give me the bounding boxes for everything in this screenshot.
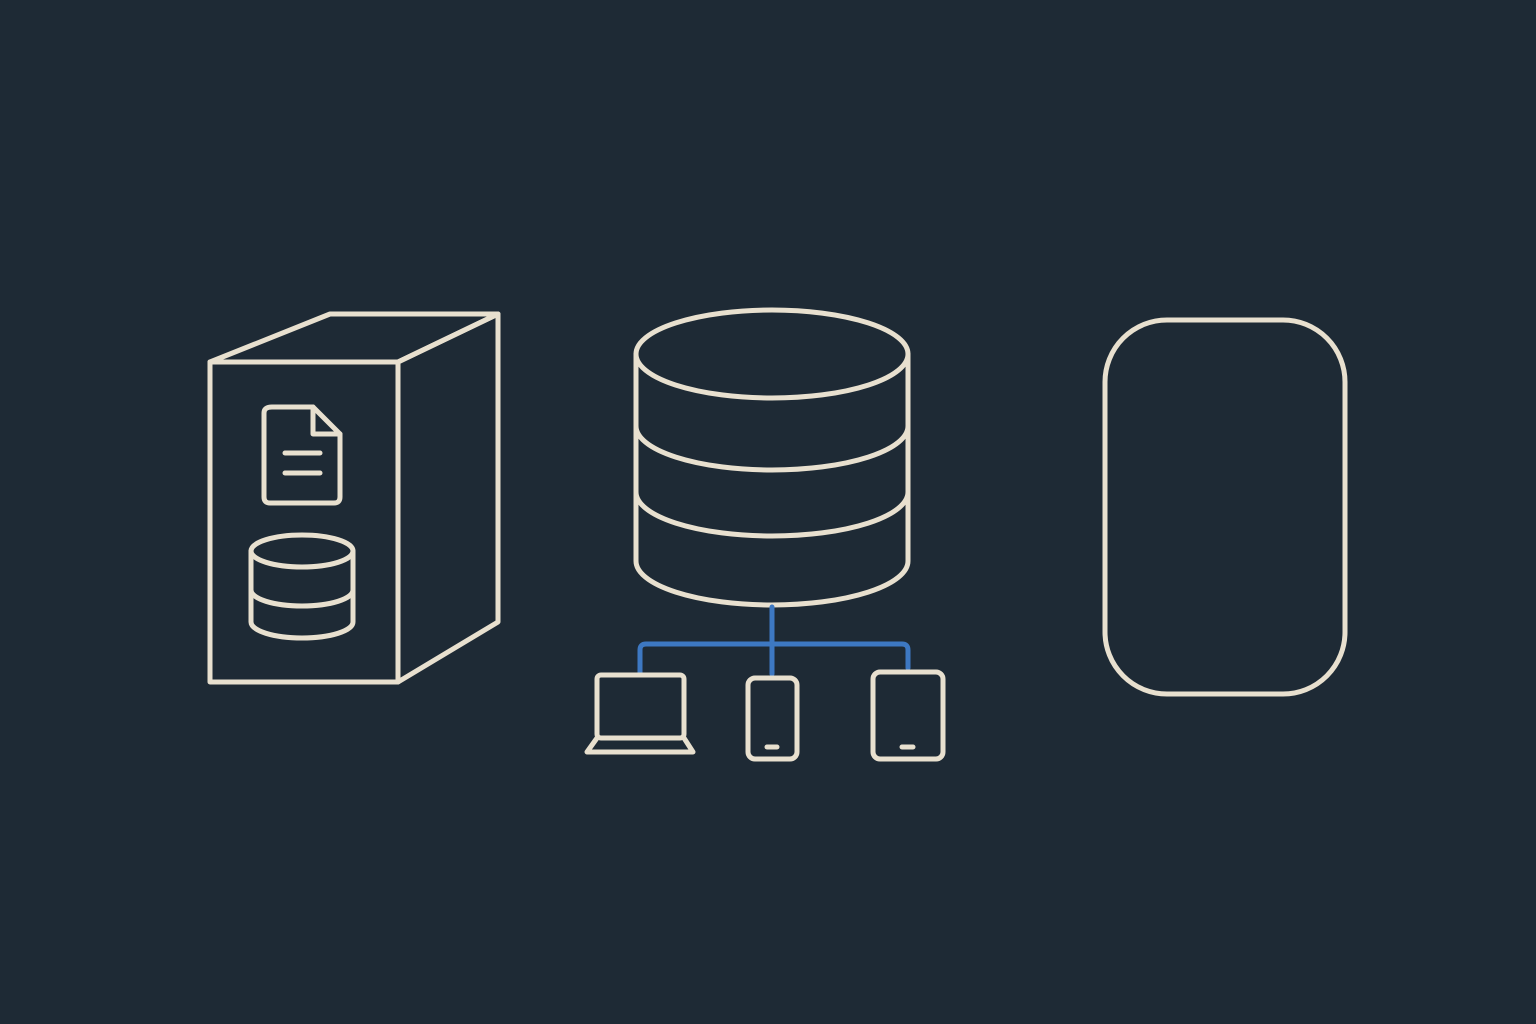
tablet-icon [870, 669, 946, 762]
rounded-rectangle-shape [1102, 317, 1348, 697]
central-database-icon [633, 307, 911, 608]
laptop-icon [584, 672, 696, 755]
document-icon [261, 404, 343, 506]
network-connector [637, 604, 911, 677]
server-database-icon [248, 532, 356, 641]
server-box-icon [207, 311, 501, 685]
smartphone-icon [745, 675, 800, 762]
